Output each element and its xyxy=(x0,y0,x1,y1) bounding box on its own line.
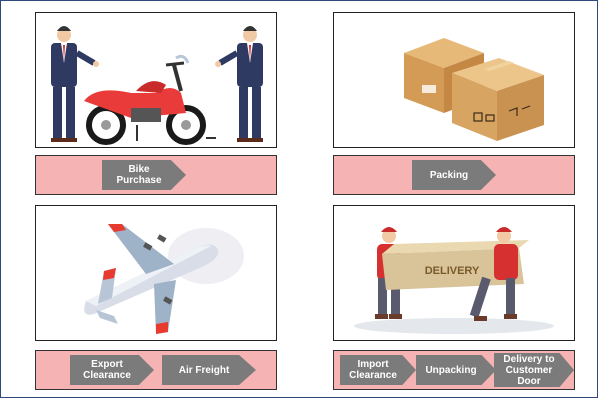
cardboard-boxes-illustration xyxy=(404,38,544,141)
salesman-right-icon xyxy=(206,26,263,142)
step-unpacking: Unpacking xyxy=(416,355,496,385)
step-air-freight: Air Freight xyxy=(162,355,256,385)
step-delivery-door: Delivery to Customer Door xyxy=(494,353,574,387)
box-label: DELIVERY xyxy=(425,265,480,277)
step-packing: Packing xyxy=(412,160,496,190)
step-export-clearance: Export Clearance xyxy=(70,355,154,385)
motorcycle-icon xyxy=(84,54,206,145)
bike-purchase-illustration xyxy=(51,26,263,145)
box-front-icon xyxy=(452,58,544,141)
panel-air-freight xyxy=(35,205,277,341)
airplane-illustration xyxy=(84,224,244,334)
airplane-icon xyxy=(84,224,219,334)
step-import-clearance: Import Clearance xyxy=(340,355,416,385)
panel-packing xyxy=(333,12,575,148)
strip-purchase: Bike Purchase xyxy=(35,155,277,195)
panel-delivery: DELIVERY xyxy=(333,205,575,341)
delivery-illustration: DELIVERY xyxy=(354,227,554,334)
strip-packing: Packing xyxy=(333,155,575,195)
strip-export: Export Clearance Air Freight xyxy=(35,350,277,390)
panel-bike-purchase xyxy=(35,12,277,148)
deliveryman-right-icon xyxy=(469,227,518,321)
salesman-left-icon xyxy=(51,26,99,142)
step-bike-purchase: Bike Purchase xyxy=(102,160,186,190)
strip-import: Import Clearance Unpacking Delivery to C… xyxy=(333,350,575,390)
